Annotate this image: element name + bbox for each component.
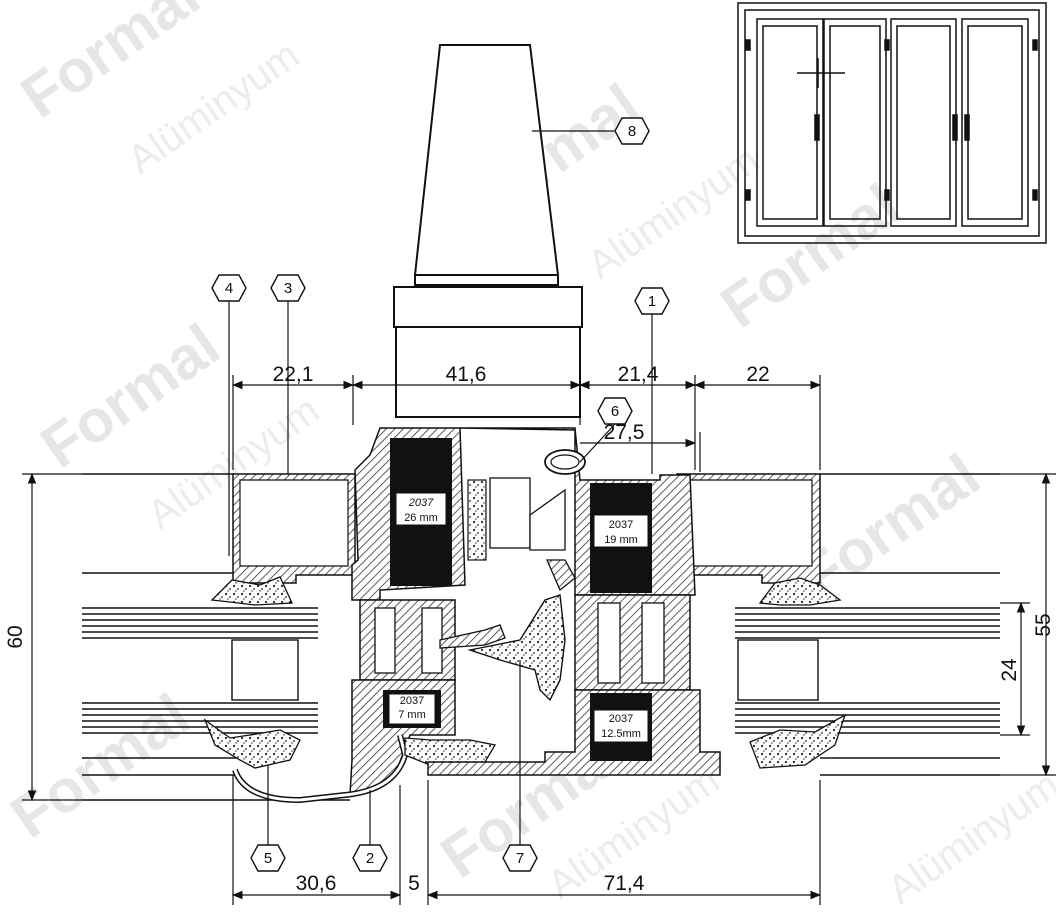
insulation-blocks: 2037 26 mm 2037 19 mm 2037 7 mm 2037 12.… — [383, 438, 652, 761]
door-elevation-thumbnail — [737, 2, 1047, 244]
svg-text:8: 8 — [628, 123, 636, 140]
callout-2: 2 — [352, 844, 388, 872]
callouts: 1 2 3 4 5 6 7 8 — [211, 117, 670, 872]
watermark-brand: Formal — [709, 171, 911, 341]
left-glazing-bead — [210, 473, 356, 606]
callout-1: 1 — [634, 287, 670, 315]
dim-71-4: 71,4 — [604, 872, 645, 895]
callout-3: 3 — [270, 274, 306, 302]
svg-text:4: 4 — [225, 280, 233, 297]
dim-22: 22 — [746, 363, 769, 386]
insulation-code: 2037 — [408, 497, 434, 509]
callout-5: 5 — [250, 844, 286, 872]
watermark-brand: Formal — [29, 311, 231, 481]
dim-21-4: 21,4 — [618, 363, 659, 386]
glass-panes — [82, 473, 1000, 801]
insulation-size: 19 mm — [604, 534, 638, 546]
dim-60: 60 — [4, 625, 27, 648]
callout-6: 6 — [597, 397, 633, 425]
svg-text:6: 6 — [611, 403, 619, 420]
dimension-lines — [22, 375, 1056, 905]
insulation-size: 12.5mm — [601, 728, 641, 740]
svg-text:2: 2 — [366, 850, 374, 867]
watermark-brand: Formal — [0, 681, 201, 851]
callout-4: 4 — [211, 274, 247, 302]
callout-8: 8 — [614, 117, 650, 145]
svg-text:3: 3 — [284, 280, 292, 297]
insulation-code: 2037 — [400, 695, 424, 707]
dim-5: 5 — [408, 872, 420, 895]
dim-24: 24 — [998, 658, 1021, 682]
insulation-code: 2037 — [609, 713, 633, 725]
callout-7: 7 — [502, 844, 538, 872]
center-right-profile — [427, 427, 847, 776]
dim-30-6: 30,6 — [296, 872, 337, 895]
callout-leaders — [228, 130, 653, 845]
insulation-size: 26 mm — [404, 512, 438, 524]
dim-27-5: 27,5 — [604, 421, 645, 444]
dim-22-1: 22,1 — [273, 363, 314, 386]
insulation-code: 2037 — [609, 519, 633, 531]
watermark-subtitle: Alüminyum — [880, 763, 1056, 910]
svg-text:1: 1 — [648, 293, 656, 310]
dim-55: 55 — [1032, 613, 1055, 636]
right-glazing-bead — [676, 473, 842, 606]
insulation-size: 7 mm — [398, 709, 426, 721]
svg-text:7: 7 — [516, 850, 524, 867]
handle — [393, 44, 583, 418]
dim-41-6: 41,6 — [446, 363, 487, 386]
svg-text:5: 5 — [264, 850, 272, 867]
dimension-labels: 22,1 41,6 21,4 22 27,5 60 55 24 30,6 5 7… — [4, 363, 1055, 895]
